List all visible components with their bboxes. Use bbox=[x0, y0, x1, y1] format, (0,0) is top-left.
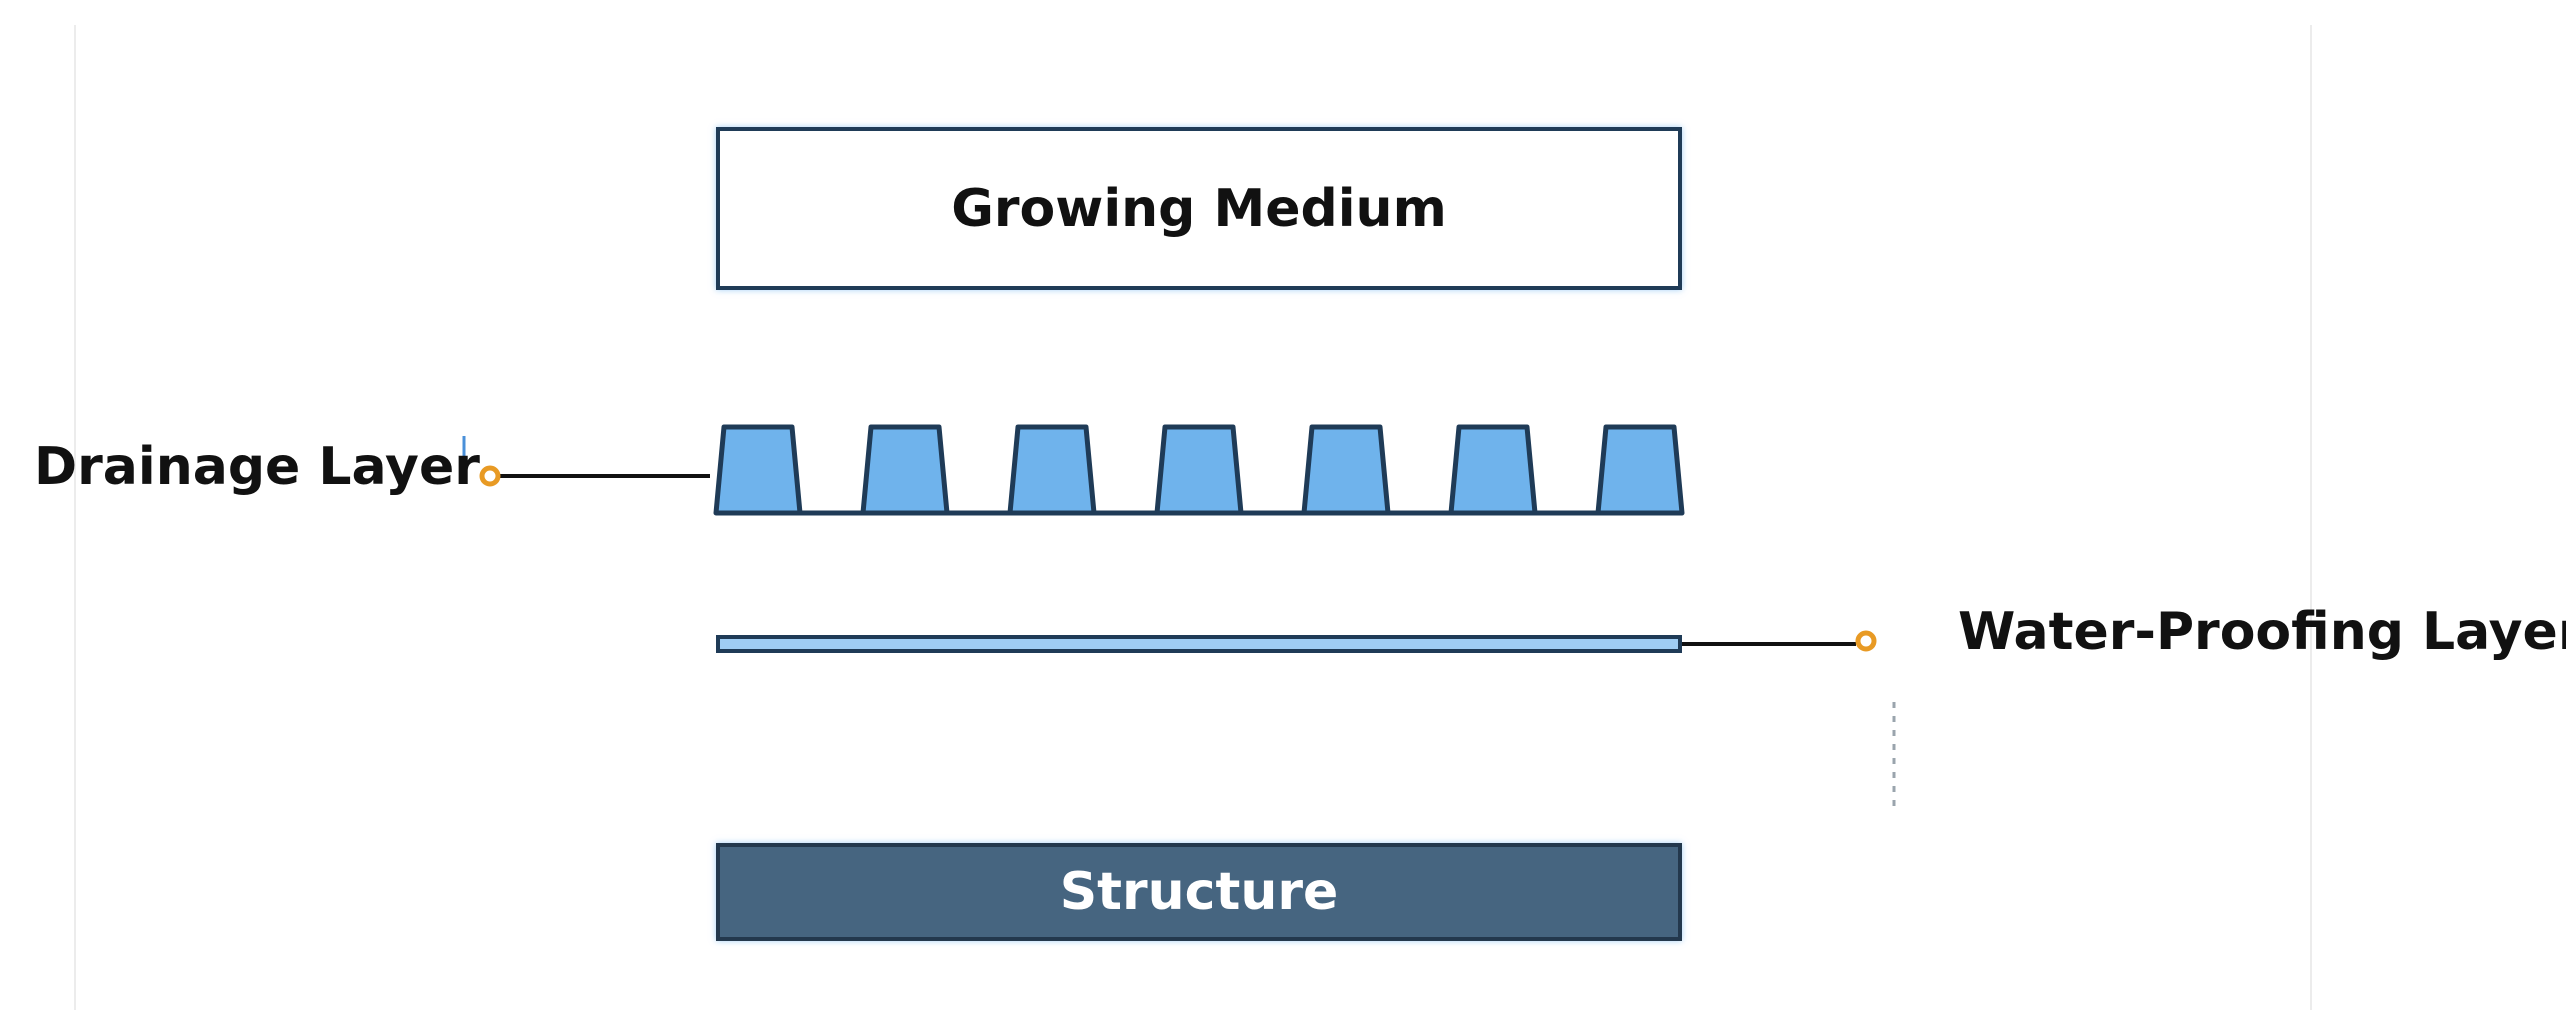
right-frame-line bbox=[2310, 25, 2312, 1010]
waterproofing-marker bbox=[1855, 630, 1877, 652]
drainage-cup bbox=[1595, 424, 1685, 516]
water-proofing-layer bbox=[716, 635, 1682, 653]
structure-label: Structure bbox=[1059, 862, 1339, 922]
drainage-cup bbox=[1301, 424, 1391, 516]
drainage-cup bbox=[860, 424, 950, 516]
water-proofing-layer-label: Water-Proofing Layer bbox=[1958, 602, 2566, 662]
drainage-marker bbox=[479, 465, 501, 487]
structure-layer: Structure bbox=[716, 843, 1682, 941]
drainage-cup bbox=[713, 424, 803, 516]
drainage-layer-label: Drainage Layer bbox=[34, 437, 480, 497]
drainage-cup bbox=[1154, 424, 1244, 516]
left-frame-line bbox=[74, 25, 76, 1010]
drainage-cups bbox=[713, 424, 1685, 516]
growing-medium-layer: Growing Medium bbox=[716, 127, 1682, 290]
drainage-cup bbox=[1448, 424, 1538, 516]
drainage-cup bbox=[1007, 424, 1097, 516]
growing-medium-label: Growing Medium bbox=[951, 178, 1447, 239]
